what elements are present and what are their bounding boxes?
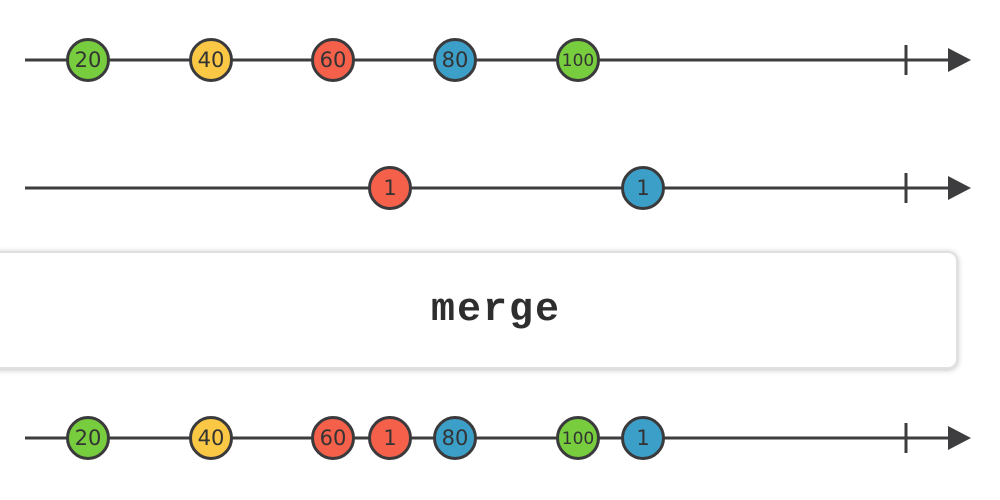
marble-circle (556, 38, 600, 82)
marble[interactable]: 1 (368, 166, 412, 210)
arrowhead-icon (948, 426, 971, 450)
marble-circle (311, 416, 355, 460)
operator-label: merge (430, 287, 562, 333)
arrowhead-icon (948, 176, 971, 200)
operator-box: merge (0, 251, 958, 369)
marble: 100 (556, 416, 600, 460)
marble-value: 1 (383, 426, 396, 450)
marble-value: 40 (198, 48, 225, 72)
marble-value: 100 (562, 429, 594, 449)
marble-circle (368, 416, 412, 460)
marble-value: 100 (562, 51, 594, 71)
arrowhead-icon (948, 48, 971, 72)
marble[interactable]: 20 (66, 38, 110, 82)
marble: 60 (311, 416, 355, 460)
marble[interactable]: 100 (556, 38, 600, 82)
output-timeline: 20 40 60 1 80 100 (25, 416, 971, 460)
marble[interactable]: 1 (621, 166, 665, 210)
marble-circle (621, 166, 665, 210)
marble-value: 1 (636, 176, 649, 200)
marble-circle (189, 38, 233, 82)
marble-circle (433, 416, 477, 460)
marble-circle (66, 416, 110, 460)
marble-circle (66, 38, 110, 82)
marble-value: 80 (442, 426, 469, 450)
marble[interactable]: 60 (311, 38, 355, 82)
marble-value: 20 (75, 48, 102, 72)
marble-value: 20 (75, 426, 102, 450)
marble-circle (556, 416, 600, 460)
marble-circle (368, 166, 412, 210)
marble: 80 (433, 416, 477, 460)
marble-value: 60 (320, 48, 347, 72)
marble-circle (311, 38, 355, 82)
marble-value: 60 (320, 426, 347, 450)
marble[interactable]: 40 (189, 38, 233, 82)
marble-value: 80 (442, 48, 469, 72)
marble: 40 (189, 416, 233, 460)
source-timeline-2: 1 1 (25, 166, 971, 210)
marble-value: 40 (198, 426, 225, 450)
marble-value: 1 (383, 176, 396, 200)
marble-value: 1 (636, 426, 649, 450)
marble: 1 (368, 416, 412, 460)
marble-circle (621, 416, 665, 460)
marble-circle (189, 416, 233, 460)
marble: 1 (621, 416, 665, 460)
marble: 20 (66, 416, 110, 460)
marble-circle (433, 38, 477, 82)
source-timeline-1: 20 40 60 80 100 (25, 38, 971, 82)
marble[interactable]: 80 (433, 38, 477, 82)
